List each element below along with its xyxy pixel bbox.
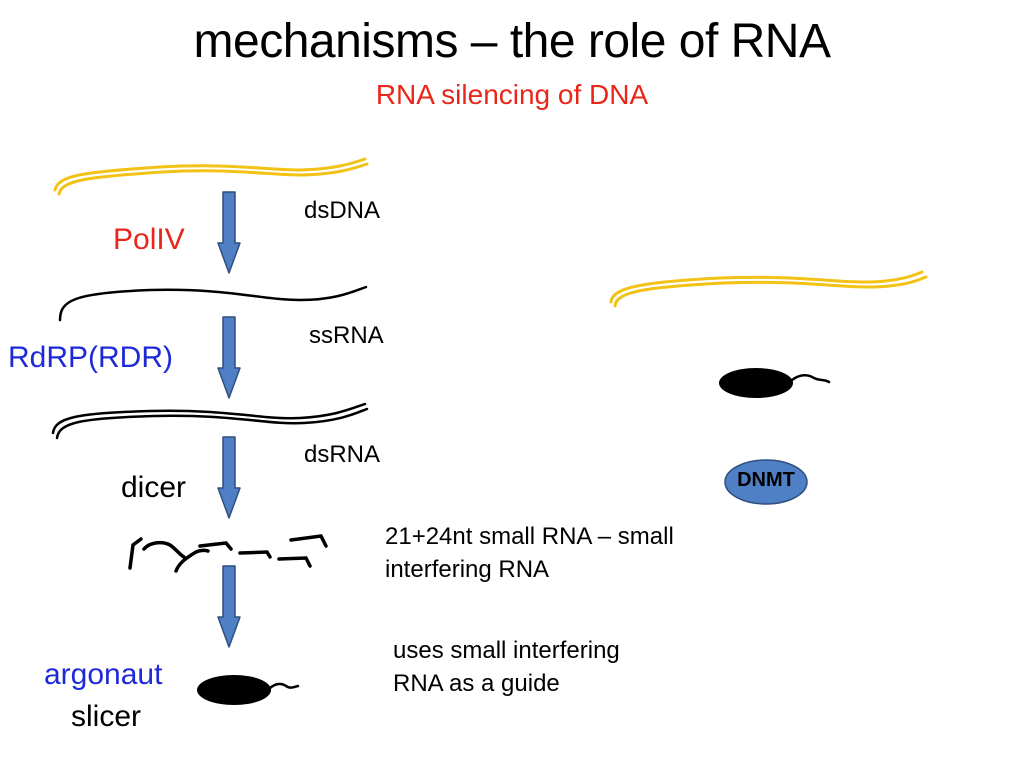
rdrp-label: RdRP(RDR) <box>8 341 173 374</box>
dsdna-label: dsDNA <box>304 197 381 224</box>
small-rna-fragments <box>128 534 328 573</box>
dnmt-ellipse <box>724 459 808 505</box>
slide-title: mechanisms – the role of RNA <box>193 15 831 68</box>
dnmt-label: DNMT <box>737 469 795 491</box>
argonaut-label: argonaut <box>44 658 163 691</box>
dicer-label: dicer <box>121 471 187 504</box>
dsdna-strand-right <box>609 270 928 308</box>
arrow-2 <box>217 316 241 399</box>
arrow-1 <box>217 191 241 274</box>
dsrna-label: dsRNA <box>304 441 381 468</box>
arrow-3 <box>217 436 241 519</box>
slide-subtitle: RNA silencing of DNA <box>375 79 649 110</box>
arrow-4 <box>217 565 241 648</box>
ssrna-label: ssRNA <box>309 322 384 349</box>
ssrna-strand <box>58 285 368 322</box>
dsrna-strand <box>51 402 369 440</box>
slicer-label: slicer <box>71 700 142 733</box>
argonaut-complex <box>197 675 300 705</box>
process-arrows <box>217 191 241 648</box>
small-rna-description: 21+24nt small RNA – small interfering RN… <box>385 523 674 583</box>
guide-description: uses small interfering RNA as a guide <box>393 637 620 697</box>
pol4-label: PolIV <box>113 223 185 256</box>
argonaut-complex-target <box>719 368 831 398</box>
dsdna-strand-left <box>53 157 369 196</box>
